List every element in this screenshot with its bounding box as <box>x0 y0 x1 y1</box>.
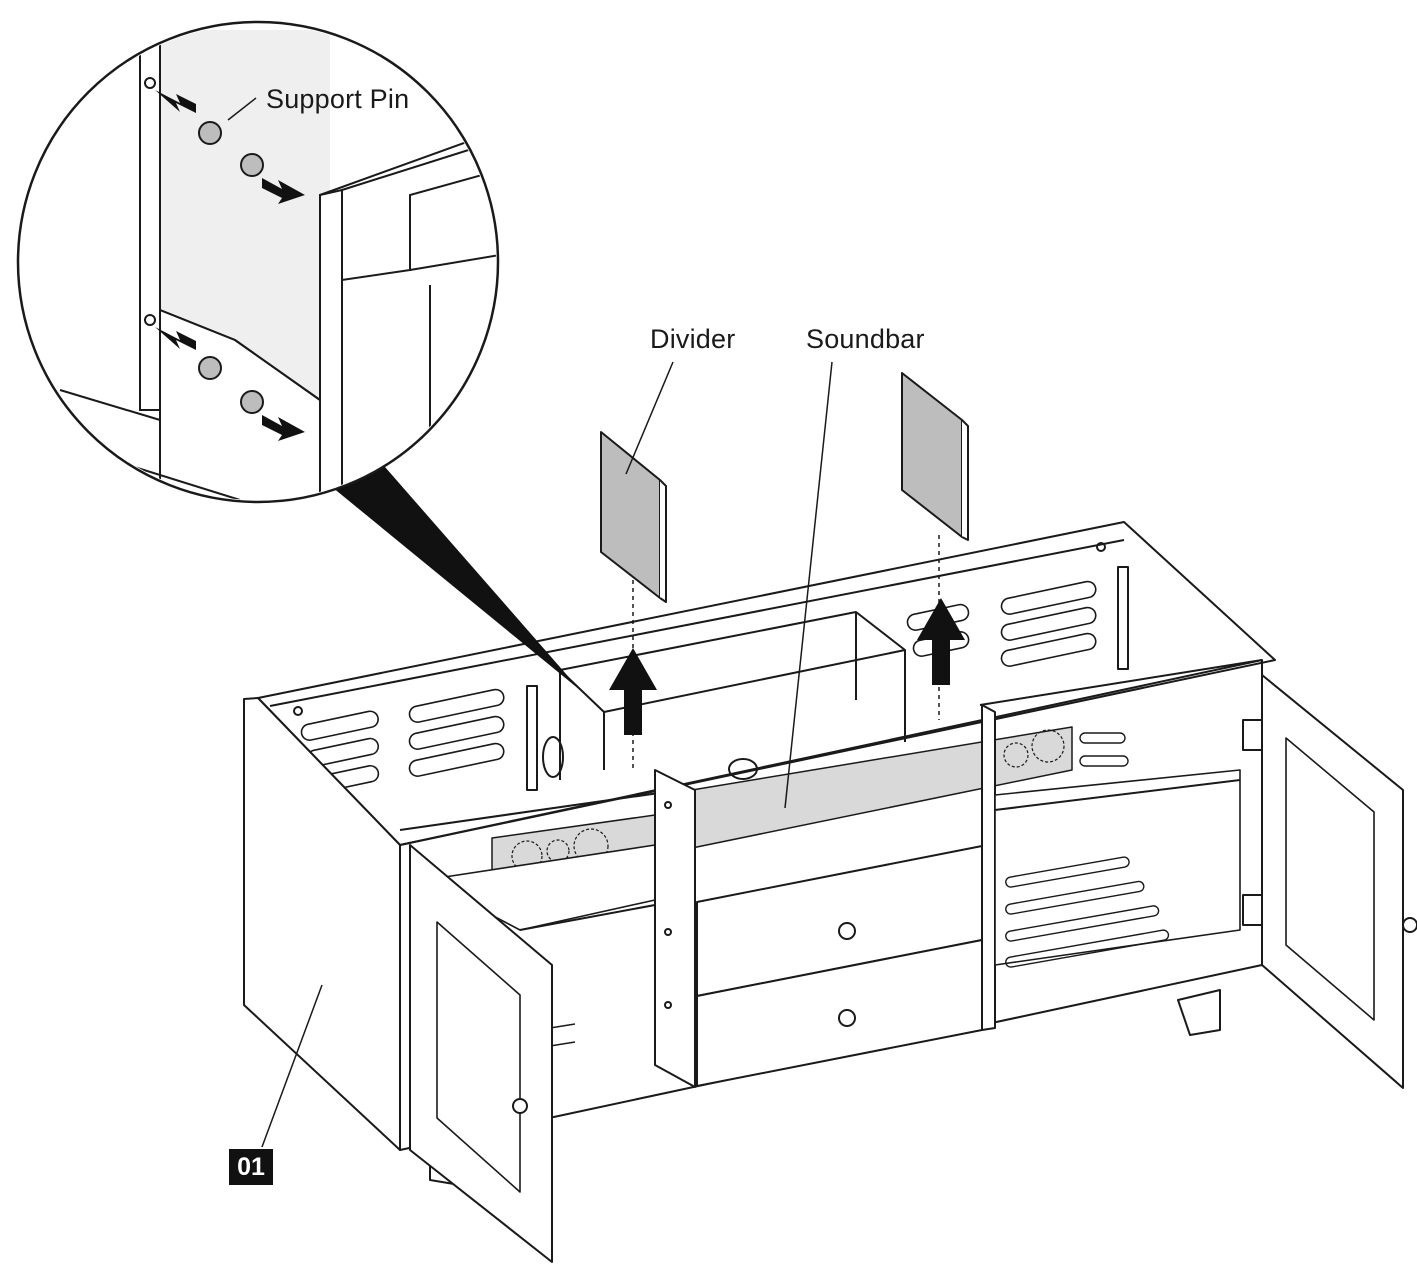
divider-right <box>901 372 963 538</box>
arrow-up-icon <box>609 598 965 735</box>
door-knob <box>512 1098 528 1114</box>
divider-left <box>600 431 661 599</box>
right-door <box>1261 674 1404 1089</box>
drawer-knob <box>838 1009 856 1027</box>
left-door <box>409 844 553 1263</box>
door-knob <box>1402 917 1417 933</box>
pin-strip <box>1117 566 1129 670</box>
part-number-badge: 01 <box>229 1149 273 1185</box>
pin-strip <box>526 685 538 791</box>
soundbar-label: Soundbar <box>806 324 925 354</box>
zoom-pointer <box>332 467 580 690</box>
support-pin-label: Support Pin <box>266 84 410 114</box>
arrow-right-icon <box>155 90 305 441</box>
drawer-knob <box>838 922 856 940</box>
divider-label: Divider <box>650 324 736 354</box>
